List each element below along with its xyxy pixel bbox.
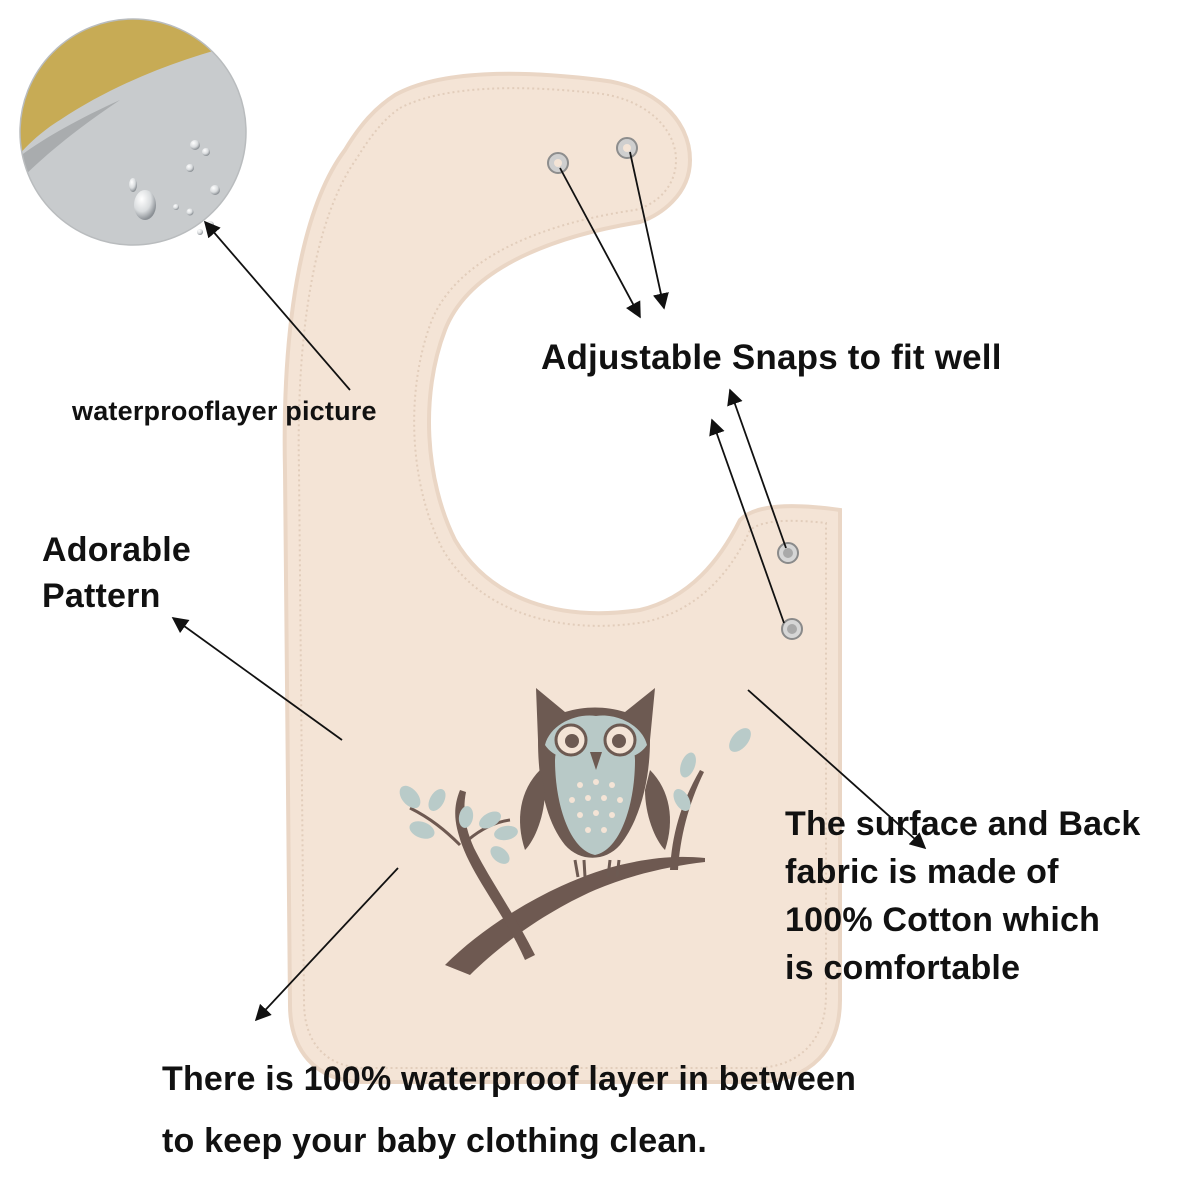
waterproof-layer-line: to keep your baby clothing clean. xyxy=(162,1122,708,1160)
arrow-adorable-pattern xyxy=(171,617,343,741)
adorable-pattern-line: Adorable xyxy=(42,531,191,569)
arrow-surface-fabric xyxy=(747,689,927,850)
surface-fabric-line: 100% Cotton which xyxy=(785,901,1101,939)
adjustable-snaps-label: Adjustable Snaps to fit well xyxy=(541,338,1002,377)
arrow-snap-left xyxy=(559,167,641,319)
waterproof-layer-label: There is 100% waterproof layer in betwee… xyxy=(162,1048,856,1172)
adorable-pattern-line: Pattern xyxy=(42,577,161,615)
arrow-waterproof-layer xyxy=(254,867,399,1022)
waterproof-swatch xyxy=(19,18,247,246)
owl-icon xyxy=(520,688,670,878)
arrow-waterproof-picture xyxy=(203,220,351,391)
surface-fabric-line: is comfortable xyxy=(785,949,1021,987)
surface-fabric-label: The surface and Back fabric is made of 1… xyxy=(785,800,1140,992)
arrow-snap-lower-2 xyxy=(709,418,785,624)
swatch-yellow-fold xyxy=(20,19,246,160)
branch-pattern xyxy=(399,728,751,975)
adorable-pattern-label: Adorable Pattern xyxy=(42,527,191,619)
arrow-snap-right xyxy=(629,151,669,310)
surface-fabric-line: fabric is made of xyxy=(785,853,1059,891)
waterproof-picture-label: waterprooflayer picture xyxy=(72,396,377,426)
bib xyxy=(282,71,842,1084)
water-drop-icon xyxy=(129,140,220,235)
arrow-snap-lower xyxy=(727,388,787,549)
callout-arrows xyxy=(171,151,927,1022)
surface-fabric-line: The surface and Back xyxy=(785,805,1141,843)
leaf-icon xyxy=(399,728,751,864)
snap-button-icon xyxy=(547,137,803,640)
waterproof-layer-line: There is 100% waterproof layer in betwee… xyxy=(162,1060,857,1098)
